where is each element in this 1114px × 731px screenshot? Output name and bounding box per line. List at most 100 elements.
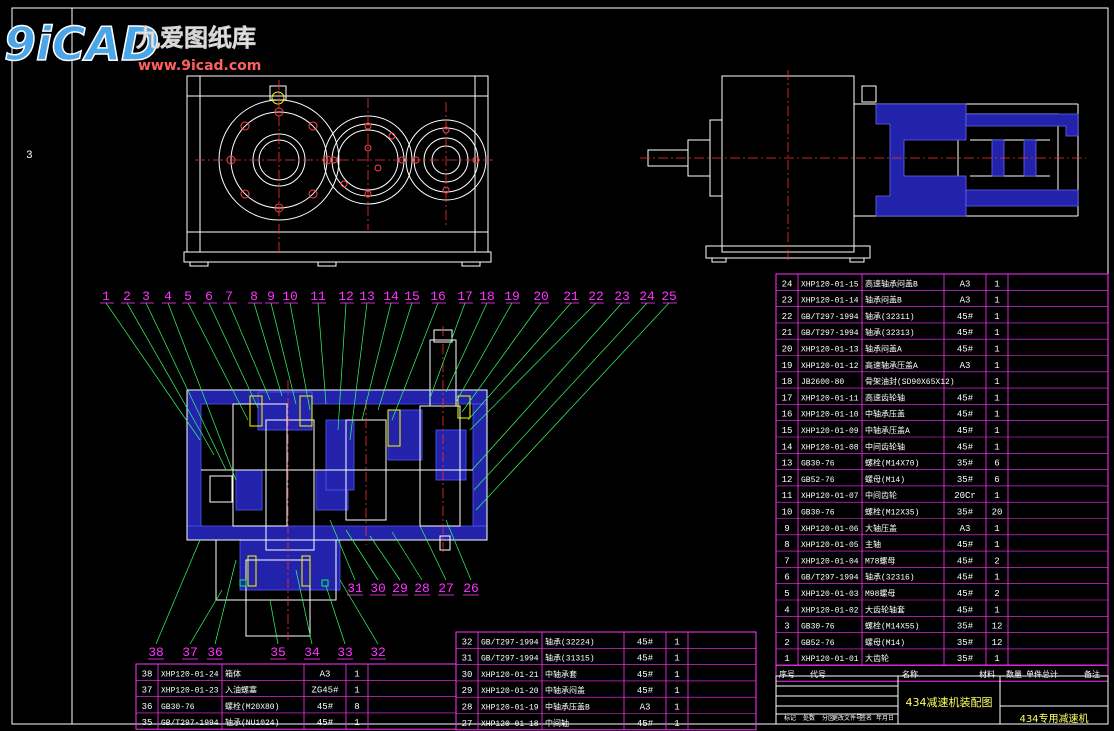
bom-qty: 2	[994, 589, 999, 599]
bom-part-name: 中轴承套	[545, 669, 577, 680]
bom-material: A3	[640, 703, 651, 713]
callout-15: 15	[404, 289, 420, 304]
leader-line	[467, 302, 572, 421]
bom-part-name: 螺母(M14)	[865, 637, 905, 648]
bom-qty: 1	[994, 279, 999, 289]
leader-line	[105, 302, 201, 441]
leader-line	[455, 302, 513, 403]
bom-material: A3	[960, 524, 971, 534]
bom-no: 4	[784, 605, 789, 615]
bom-code: XHP120-01-08	[801, 443, 859, 452]
bom-no: 32	[462, 637, 473, 647]
leader-line	[469, 302, 597, 431]
bom-material: 45#	[957, 540, 974, 550]
bom-part-name: 轴承(32313)	[865, 327, 915, 338]
bom-material: ZG45#	[311, 686, 339, 696]
drawing-title: 434减速机装配图	[906, 695, 993, 709]
callout-38: 38	[148, 645, 164, 660]
front-view-centerlines	[195, 80, 495, 255]
bom-part-name: 轴承(32224)	[545, 636, 595, 647]
callout-13: 13	[359, 289, 375, 304]
leader-line	[228, 302, 271, 401]
bom-part-name: 中轴承闷盖	[545, 685, 585, 696]
bom-no: 21	[782, 328, 793, 338]
callout-leader-lines	[105, 302, 670, 645]
callout-21: 21	[563, 289, 579, 304]
bom-no: 6	[784, 573, 789, 583]
bom-qty: 20	[992, 508, 1003, 518]
bom-qty: 8	[354, 702, 359, 712]
title-block-label: 分区	[822, 714, 834, 722]
bom-part-name: 中间齿轮	[865, 490, 897, 501]
bom-no: 1	[784, 654, 789, 664]
leader-line	[377, 302, 413, 411]
logo-url: www.9icad.com	[138, 58, 261, 74]
bom-part-name: 高速齿轮轴	[865, 392, 905, 403]
leader-line	[155, 539, 201, 645]
bom-code: GB/T297-1994	[801, 313, 859, 322]
bom-no: 3	[784, 622, 789, 632]
drawing-code: 434专用减速机	[1019, 712, 1088, 725]
leader-line	[475, 302, 670, 511]
bom-material: 45#	[637, 719, 654, 729]
bom-material: 35#	[957, 622, 974, 632]
bom-qty: 12	[992, 638, 1003, 648]
bom-code: XHP120-01-20	[481, 687, 539, 696]
leader-line	[126, 302, 215, 456]
bom-code: XHP120-01-24	[161, 670, 219, 679]
leader-line	[189, 589, 223, 645]
bom-qty: 1	[994, 491, 999, 501]
leader-line	[369, 535, 401, 581]
bom-qty: 1	[674, 703, 679, 713]
leader-line	[361, 302, 392, 421]
side-view-centerlines	[640, 70, 1086, 262]
bom-material: 45#	[957, 573, 974, 583]
leader-line	[295, 569, 313, 645]
bom-qty: 1	[994, 296, 999, 306]
bom-no: 11	[782, 491, 793, 501]
bom-part-name: 轴承闷盖B	[865, 295, 902, 306]
callout-11: 11	[310, 289, 326, 304]
bom-no: 38	[142, 669, 153, 679]
bom-code: GB52-76	[801, 476, 835, 485]
bom-part-name: 骨架油封(SD90X65X12)	[865, 376, 955, 387]
bom-part-name: 中间齿轮轴	[865, 441, 905, 452]
bom-code: GB/T297-1994	[801, 574, 859, 583]
bom-code: JB2600-80	[801, 378, 844, 387]
callout-6: 6	[205, 289, 213, 304]
bom-qty: 2	[994, 556, 999, 566]
leader-line	[391, 302, 439, 421]
callout-36: 36	[207, 645, 223, 660]
bom-part-name: 高速轴承压盖A	[865, 360, 918, 371]
callout-22: 22	[588, 289, 604, 304]
leader-line	[214, 559, 237, 645]
bom-no: 29	[462, 686, 473, 696]
callout-14: 14	[383, 289, 399, 304]
bom-header-code: 代号	[810, 669, 826, 680]
callout-8: 8	[250, 289, 258, 304]
bom-material: 45#	[637, 686, 654, 696]
leader-line	[345, 529, 379, 581]
bom-part-name: 轴承(32311)	[865, 311, 915, 322]
bom-part-name: 中轴承压盖A	[865, 425, 910, 436]
bom-code: XHP120-01-06	[801, 525, 859, 534]
leader-line	[473, 302, 648, 491]
bom-no: 16	[782, 410, 793, 420]
bom-material: 20Cr	[954, 491, 976, 501]
title-block-label: 处数	[803, 714, 815, 722]
bom-no: 12	[782, 475, 793, 485]
bom-material: 45#	[637, 654, 654, 664]
